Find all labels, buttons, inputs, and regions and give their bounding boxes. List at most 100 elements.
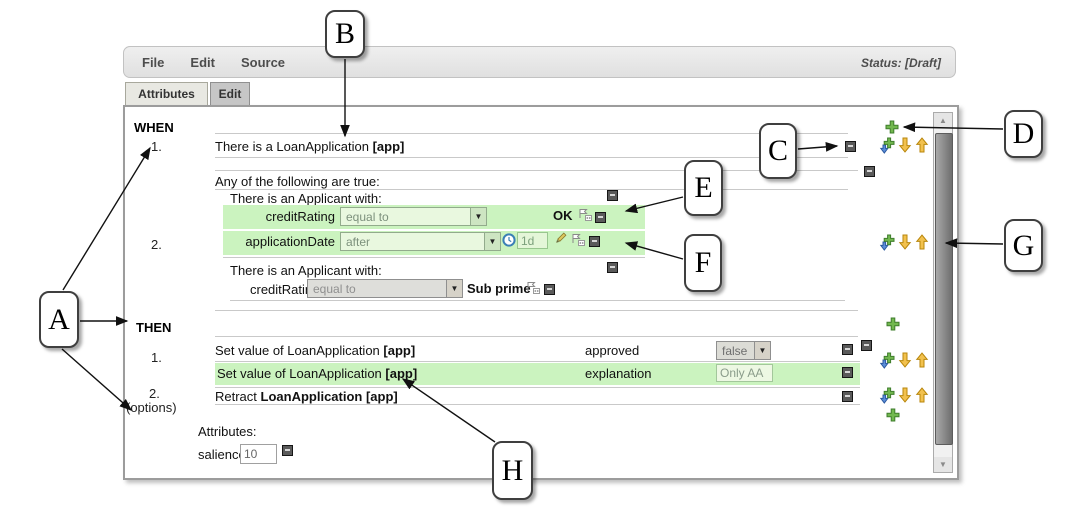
collapse-square-button[interactable]: [282, 445, 293, 456]
separator-line: [215, 387, 860, 388]
action-text: Set value of LoanApplication: [217, 366, 382, 381]
dropdown-arrow-icon[interactable]: ▼: [446, 280, 462, 297]
when-label: WHEN: [134, 120, 174, 135]
constraint-options-icon[interactable]: [526, 281, 541, 295]
row-move-controls: [879, 137, 929, 154]
move-up-arrow-icon[interactable]: [915, 234, 929, 251]
then-retract-row[interactable]: Retract LoanApplication [app]: [215, 389, 398, 404]
add-row-below-icon[interactable]: [879, 137, 895, 154]
collapse-square-button[interactable]: [861, 340, 872, 351]
then-row1-number: 1.: [151, 350, 162, 365]
condition-field-label: creditRating: [265, 209, 335, 224]
move-up-arrow-icon[interactable]: [915, 137, 929, 154]
action-target: LoanApplication [app]: [260, 389, 398, 404]
collapse-square-button[interactable]: [842, 391, 853, 402]
status-label: Status: [Draft]: [861, 56, 941, 70]
separator-line: [215, 170, 858, 171]
row-move-controls: [879, 234, 929, 251]
dropdown-arrow-icon[interactable]: ▼: [484, 233, 500, 250]
condition-value[interactable]: OK: [553, 208, 573, 223]
callout-c: C: [759, 123, 797, 179]
operator-value: after: [346, 234, 371, 249]
value-dropdown[interactable]: false ▼: [716, 341, 771, 360]
collapse-square-button[interactable]: [595, 212, 606, 223]
add-row-below-icon[interactable]: [879, 352, 895, 369]
applicant1-header[interactable]: There is an Applicant with:: [230, 191, 382, 206]
collapse-square-button[interactable]: [864, 166, 875, 177]
fact-binding: [app]: [372, 139, 405, 154]
then-action-row[interactable]: Set value of LoanApplication [app]: [215, 343, 415, 358]
menu-edit[interactable]: Edit: [190, 54, 215, 70]
constraint-options-icon[interactable]: [578, 208, 593, 222]
collapse-square-button[interactable]: [544, 284, 555, 295]
move-down-arrow-icon[interactable]: [898, 387, 912, 404]
collapse-square-button[interactable]: [842, 367, 853, 378]
applicant2-header[interactable]: There is an Applicant with:: [230, 263, 382, 278]
callout-b: B: [325, 10, 365, 58]
add-row-below-icon[interactable]: [879, 387, 895, 404]
salience-label: salience: [198, 447, 246, 462]
value-dropdown-text: false: [722, 343, 748, 358]
callout-f: F: [684, 234, 722, 292]
operator-dropdown[interactable]: after ▼: [340, 232, 501, 251]
action-field-label: approved: [585, 343, 640, 358]
dropdown-arrow-icon[interactable]: ▼: [754, 342, 770, 359]
salience-input[interactable]: [240, 444, 277, 464]
condition-field-label: applicationDate: [245, 234, 335, 249]
then-action-row[interactable]: Set value of LoanApplication [app]: [217, 366, 417, 381]
callout-e: E: [684, 160, 723, 216]
operator-dropdown[interactable]: equal to ▼: [340, 207, 487, 226]
any-of-header[interactable]: Any of the following are true:: [215, 174, 380, 189]
row-move-controls: [879, 387, 929, 404]
add-row-below-icon[interactable]: [879, 234, 895, 251]
clock-icon[interactable]: [502, 233, 516, 247]
operator-value: equal to: [346, 209, 389, 224]
menu-source[interactable]: Source: [240, 54, 286, 70]
then-action-row-highlighted: [215, 363, 860, 385]
explanation-value-input[interactable]: [716, 364, 773, 382]
collapse-square-button[interactable]: [589, 236, 600, 247]
vertical-scrollbar[interactable]: ▲ ▼: [933, 112, 953, 473]
dropdown-arrow-icon[interactable]: ▼: [470, 208, 486, 225]
collapse-square-button[interactable]: [845, 141, 856, 152]
add-action-plus-icon[interactable]: [886, 317, 900, 331]
menu-bar: File Edit Source Status: [Draft]: [123, 46, 956, 78]
separator-line: [215, 157, 848, 158]
options-label: (options): [126, 400, 177, 415]
collapse-square-button[interactable]: [607, 262, 618, 273]
add-attribute-plus-icon[interactable]: [886, 408, 900, 422]
callout-d: D: [1004, 110, 1043, 158]
when-fact-row[interactable]: There is a LoanApplication [app]: [215, 139, 404, 154]
when-row2-number: 2.: [151, 237, 162, 252]
collapse-square-button[interactable]: [607, 190, 618, 201]
move-up-arrow-icon[interactable]: [915, 352, 929, 369]
move-up-arrow-icon[interactable]: [915, 387, 929, 404]
add-condition-plus-icon[interactable]: [885, 120, 899, 134]
move-down-arrow-icon[interactable]: [898, 352, 912, 369]
collapse-square-button[interactable]: [842, 344, 853, 355]
operator-value: equal to: [313, 281, 356, 296]
condition-value[interactable]: Sub prime: [467, 281, 531, 296]
scroll-up-button[interactable]: ▲: [934, 113, 952, 128]
callout-h: H: [492, 441, 533, 500]
pencil-icon[interactable]: [554, 230, 569, 245]
operator-dropdown[interactable]: equal to ▼: [307, 279, 463, 298]
callout-g: G: [1004, 219, 1043, 272]
action-text: Set value of LoanApplication: [215, 343, 380, 358]
date-value-input[interactable]: [517, 232, 548, 249]
separator-line: [215, 133, 848, 134]
callout-a: A: [39, 291, 79, 348]
separator-line: [230, 300, 845, 301]
move-down-arrow-icon[interactable]: [898, 137, 912, 154]
when-row1-number: 1.: [151, 139, 162, 154]
constraint-options-icon[interactable]: [571, 233, 586, 247]
scrollbar-thumb[interactable]: [935, 133, 953, 445]
tab-attributes[interactable]: Attributes: [125, 82, 208, 105]
scroll-down-button[interactable]: ▼: [934, 457, 952, 472]
tab-edit[interactable]: Edit: [210, 82, 250, 105]
row-move-controls: [879, 352, 929, 369]
menu-file[interactable]: File: [142, 54, 165, 70]
move-down-arrow-icon[interactable]: [898, 234, 912, 251]
